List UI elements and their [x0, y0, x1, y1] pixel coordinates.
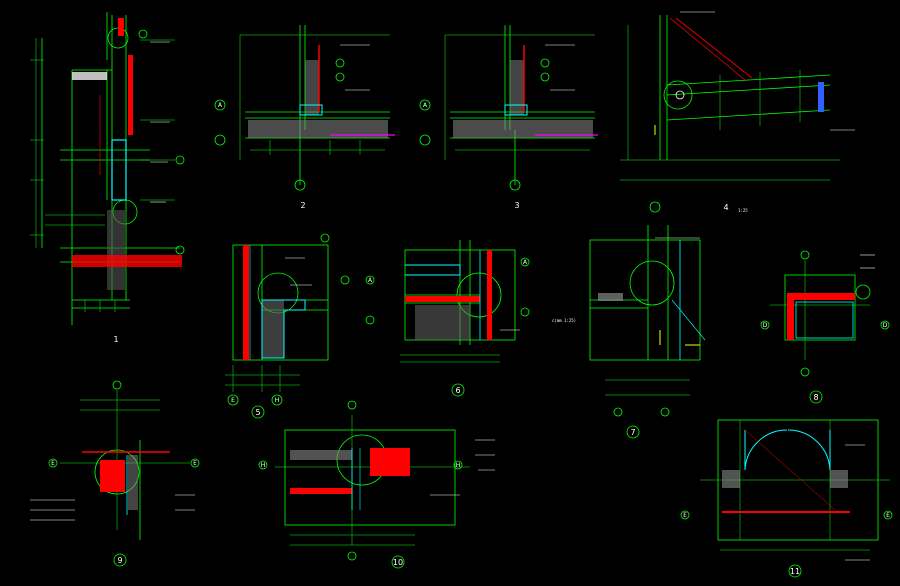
detail-label-2: 2	[300, 201, 305, 210]
detail-4-canopy-section	[620, 15, 840, 213]
detail-3-fills	[453, 45, 598, 138]
axis-mark-d6a: A	[368, 277, 373, 284]
detail-label-3: 3	[514, 201, 519, 210]
detail-label-6: 6	[455, 386, 460, 395]
detail-10-fills	[290, 448, 410, 510]
axis-mark-d5a: E	[231, 397, 235, 404]
detail-5-fills	[243, 245, 306, 360]
axis-mark-d5b: H	[275, 397, 280, 404]
detail-11-fills	[722, 429, 850, 513]
axis-mark-d8a: D	[763, 322, 768, 329]
detail-1-fills	[72, 18, 182, 290]
detail-9-fills	[82, 451, 170, 515]
axis-mark-d9b: E	[193, 460, 197, 467]
detail-7-fills	[598, 240, 706, 360]
detail-label-7: 7	[630, 428, 635, 437]
detail-label-5: 5	[255, 408, 260, 417]
detail-7-opening-section	[589, 225, 701, 439]
axis-mark-d11b: E	[886, 512, 890, 519]
axis-mark-d2: A	[218, 102, 223, 109]
axis-mark-d6b: A	[523, 259, 528, 266]
axis-mark-d3: A	[423, 102, 428, 109]
axis-mark-d11a: E	[683, 512, 687, 519]
detail-6-fills	[405, 250, 492, 340]
detail-8-fills	[787, 293, 855, 340]
detail-2-fills	[248, 45, 395, 138]
annotation-ticks	[30, 11, 875, 561]
dimension-note-7: c(mm 1:25)	[552, 318, 576, 323]
axis-mark-d10a: H	[261, 462, 266, 469]
detail-label-1: 1	[113, 335, 118, 344]
axis-mark-d8b: D	[883, 322, 888, 329]
axis-mark-d10b: H	[456, 462, 461, 469]
detail-label-11: 11	[790, 567, 800, 576]
scale-note: 1:25	[738, 208, 748, 213]
detail-label-4: 4	[723, 203, 728, 212]
detail-label-9: 9	[117, 556, 122, 565]
detail-4-fills	[654, 82, 824, 135]
detail-label-8: 8	[813, 393, 818, 402]
detail-label-10: 10	[393, 558, 403, 567]
axis-mark-d9a: E	[51, 460, 55, 467]
detail-9-column-plan	[48, 380, 200, 567]
